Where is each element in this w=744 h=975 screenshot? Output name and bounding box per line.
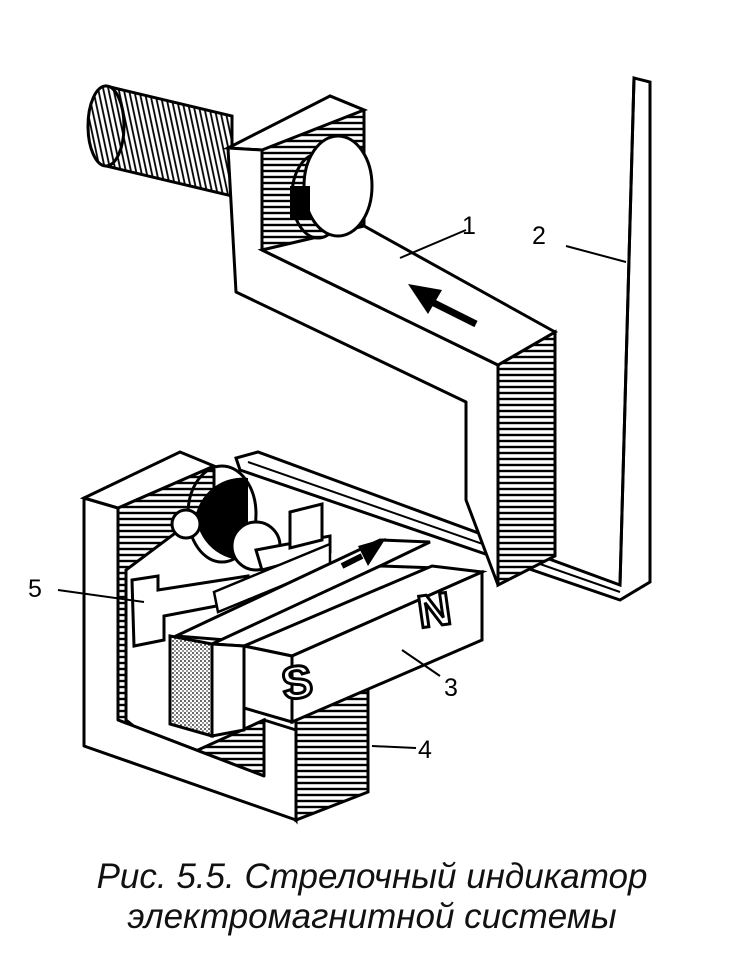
indicator-diagram: S N 1 2 3 4 5 — [28, 76, 652, 825]
figure-caption-line-1: Рис. 5.5. Стрелочный индикатор — [96, 857, 648, 896]
north-pole-label: N — [414, 582, 454, 638]
label-5: 5 — [28, 575, 42, 603]
coil-thread — [86, 84, 234, 198]
south-pole-label: S — [278, 654, 316, 710]
leader-lines — [57, 229, 627, 749]
shaft-disc — [170, 464, 332, 572]
figure-caption-line-2: электромагнитной системы — [127, 897, 617, 936]
label-1: 1 — [462, 212, 476, 240]
label-3: 3 — [444, 674, 458, 702]
flux-arrow-upper — [408, 284, 478, 328]
label-2: 2 — [532, 222, 546, 250]
magnet: S N — [168, 538, 488, 738]
label-4: 4 — [418, 736, 432, 764]
round-weight — [290, 134, 374, 240]
